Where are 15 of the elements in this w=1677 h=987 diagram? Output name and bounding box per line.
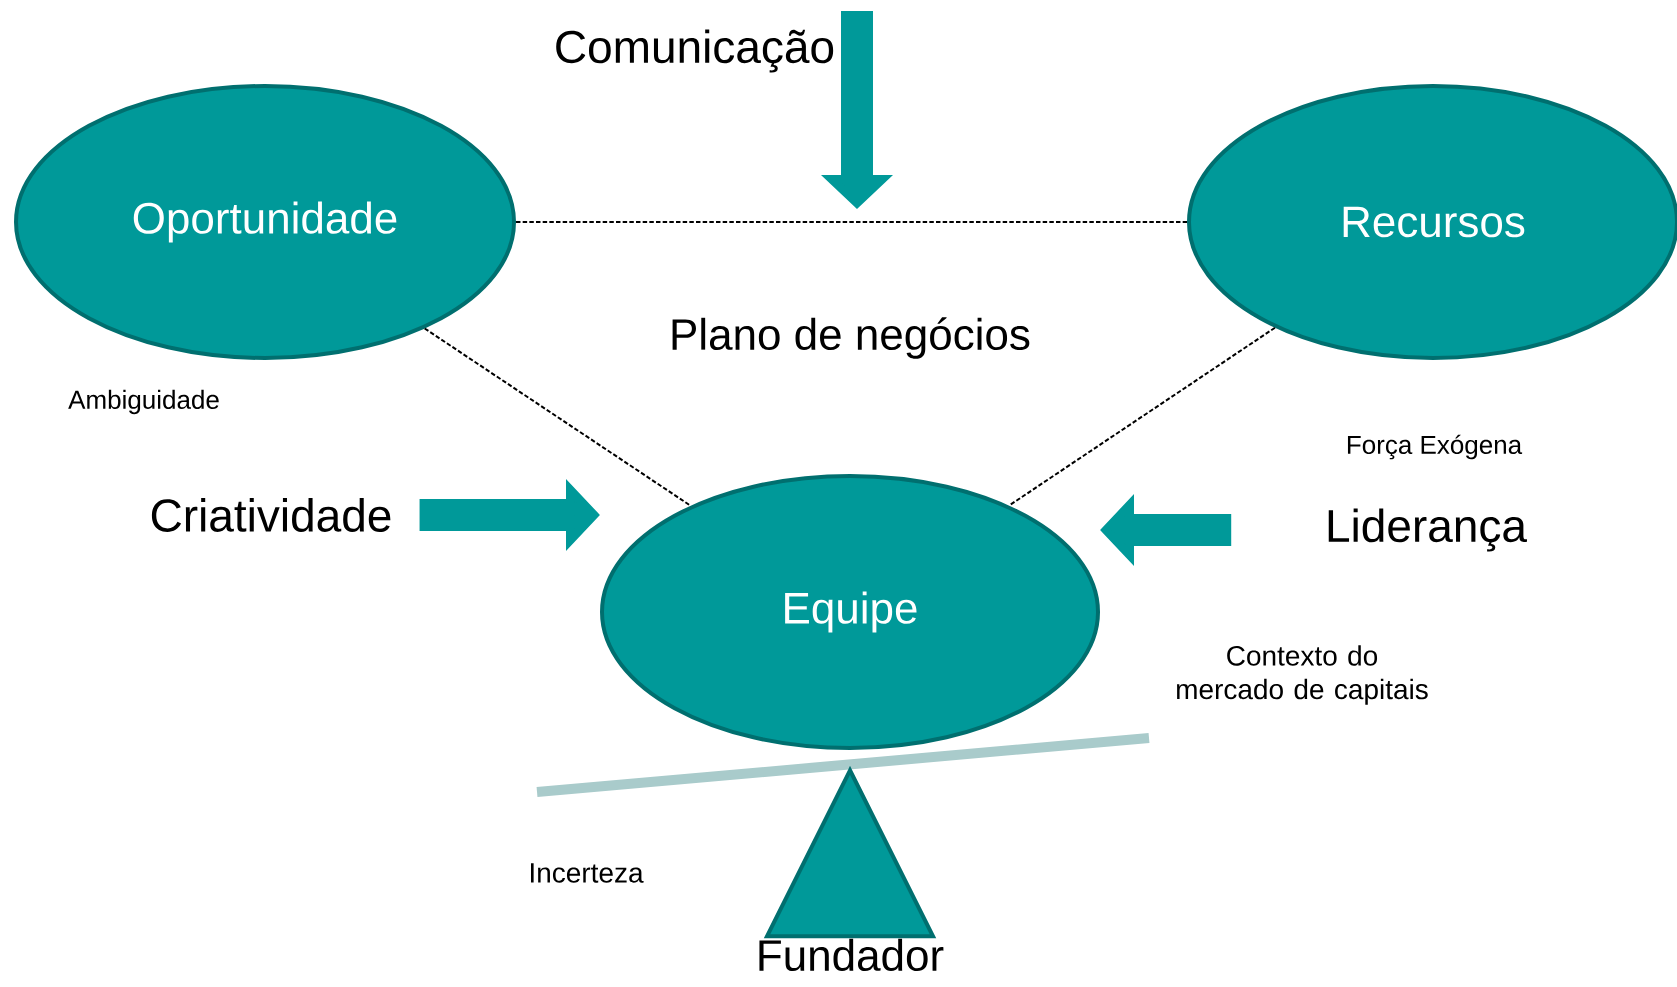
ellipse-node: Equipe xyxy=(600,474,1100,750)
text-label: Incerteza xyxy=(531,863,644,883)
text-label: Ambiguidade xyxy=(68,389,219,415)
text-label: Plano de negócios xyxy=(672,317,1030,359)
arrow-label: Comunicação xyxy=(556,29,834,73)
node-label: Fundador xyxy=(759,938,944,972)
dashed-line xyxy=(1008,326,1276,507)
arrow-label: Criatividade xyxy=(151,498,391,532)
arrow-label: Liderança xyxy=(1328,508,1527,552)
ellipse-node: Oportunidade xyxy=(14,84,516,360)
text-label: Contexto do mercado de capitais xyxy=(1177,645,1428,705)
dashed-line xyxy=(423,327,692,507)
ellipse-node: Recursos xyxy=(1187,84,1677,360)
dashed-line xyxy=(515,221,1188,223)
text-label: Força Exógena xyxy=(1347,434,1523,460)
